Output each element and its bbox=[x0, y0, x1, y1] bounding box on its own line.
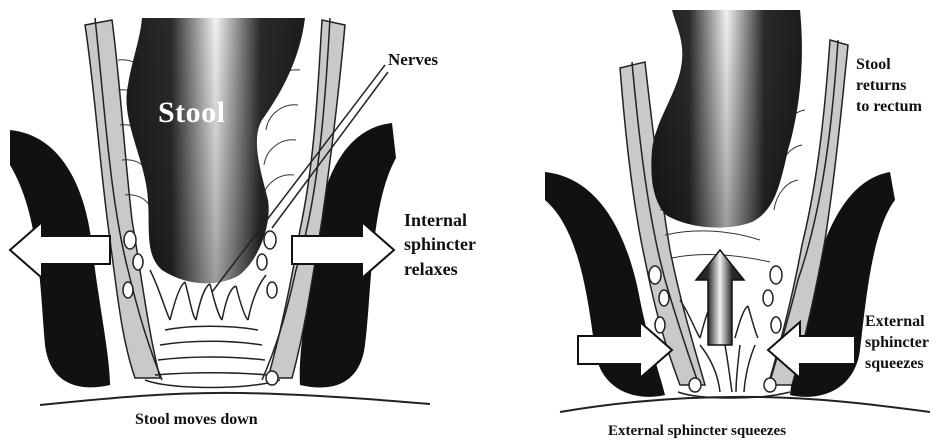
left-caption: Stool moves down bbox=[135, 410, 258, 429]
internal-sphincter-label: Internal sphincter relaxes bbox=[404, 208, 476, 281]
right-skin-line bbox=[560, 397, 930, 412]
left-skin-line bbox=[40, 393, 430, 405]
stool-returns-label: Stool returns to rectum bbox=[856, 55, 922, 117]
right-caption: External sphincter squeezes bbox=[608, 422, 786, 440]
nerves-label: Nerves bbox=[388, 50, 438, 70]
external-sphincter-label: External sphincter squeezes bbox=[865, 312, 929, 374]
left-panel bbox=[10, 18, 430, 405]
stool-label: Stool bbox=[158, 96, 226, 130]
left-stool-shade bbox=[126, 18, 305, 283]
left-anal-canal bbox=[145, 270, 280, 388]
